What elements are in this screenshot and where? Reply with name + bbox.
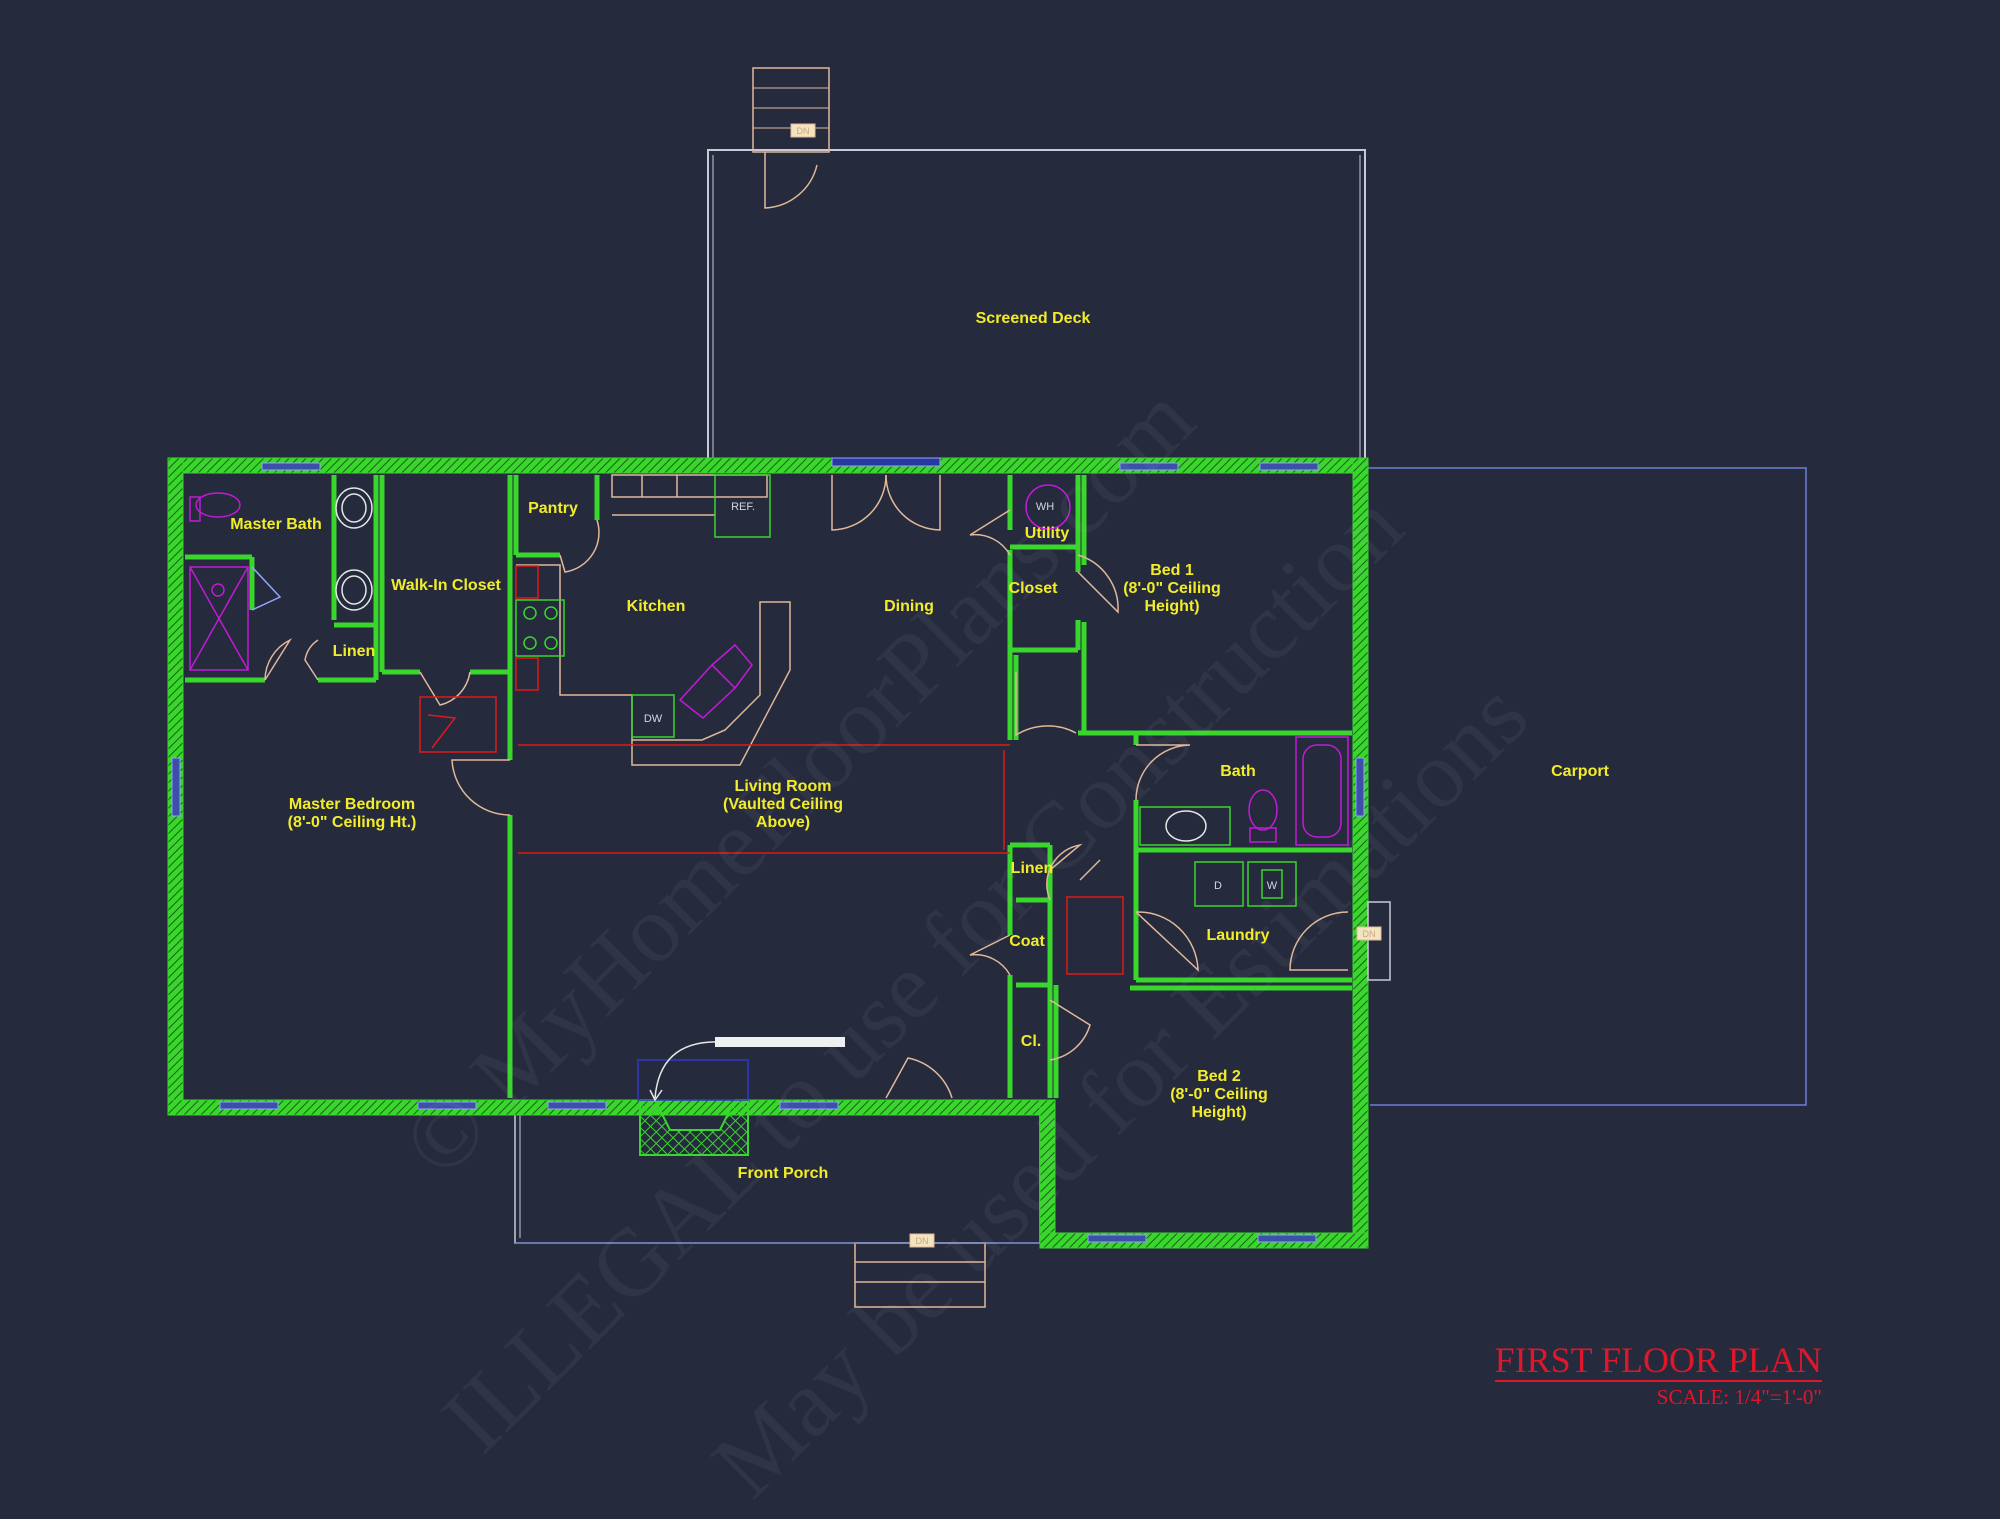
label-bed-1: Bed 1 (8'-0" Ceiling Height) xyxy=(1123,562,1221,615)
label-master-bedroom: Master Bedroom (8'-0" Ceiling Ht.) xyxy=(287,796,417,831)
exterior-walls xyxy=(167,457,1369,1249)
plan-title: FIRST FLOOR PLAN xyxy=(1494,1340,1822,1382)
label-linen-master: Linen xyxy=(332,643,376,660)
label-dishwasher: DW xyxy=(643,713,663,725)
bath-fixtures xyxy=(189,484,1349,975)
carport-outline xyxy=(1366,467,1807,1106)
kitchen-fixtures xyxy=(515,474,791,766)
label-bed-2: Bed 2 (8'-0" Ceiling Height) xyxy=(1170,1068,1268,1121)
plan-scale: SCALE: 1/4"=1'-0" xyxy=(1656,1385,1822,1409)
stair-tags xyxy=(790,123,1382,1248)
label-washer: W xyxy=(1266,880,1278,892)
fireplace xyxy=(637,1037,845,1156)
label-closet: Closet xyxy=(1008,580,1058,597)
label-laundry: Laundry xyxy=(1206,927,1270,944)
label-dining: Dining xyxy=(884,598,934,615)
label-living-room: Living Room (Vaulted Ceiling Above) xyxy=(722,778,844,831)
door-swings xyxy=(264,474,1391,1099)
screened-deck-outline xyxy=(707,67,1366,460)
label-utility: Utility xyxy=(1024,525,1070,542)
label-walk-in-closet: Walk-In Closet xyxy=(391,577,501,594)
label-bath: Bath xyxy=(1220,763,1256,780)
label-carport: Carport xyxy=(1551,763,1609,780)
windows xyxy=(171,457,1365,1243)
label-water-heater: WH xyxy=(1035,501,1055,513)
tag-carport-stairs: DN xyxy=(1362,929,1376,939)
label-refrigerator: REF. xyxy=(731,501,755,513)
label-pantry: Pantry xyxy=(528,500,578,517)
label-screened-deck: Screened Deck xyxy=(975,310,1091,327)
tag-porch-stairs: DN xyxy=(915,1236,929,1246)
label-dryer: D xyxy=(1214,880,1222,892)
tag-deck-stairs: DN xyxy=(796,126,810,136)
interior-walls xyxy=(185,475,1352,1098)
label-cl: Cl. xyxy=(1020,1033,1042,1050)
vaulted-ceiling-lines xyxy=(518,744,1010,854)
label-linen-hall: Linen xyxy=(1010,860,1054,877)
label-front-porch: Front Porch xyxy=(737,1165,829,1182)
label-kitchen: Kitchen xyxy=(626,598,686,615)
label-coat: Coat xyxy=(1009,933,1045,950)
label-master-bath: Master Bath xyxy=(230,516,322,533)
title-block: FIRST FLOOR PLAN SCALE: 1/4"=1'-0" xyxy=(1494,1340,1822,1412)
